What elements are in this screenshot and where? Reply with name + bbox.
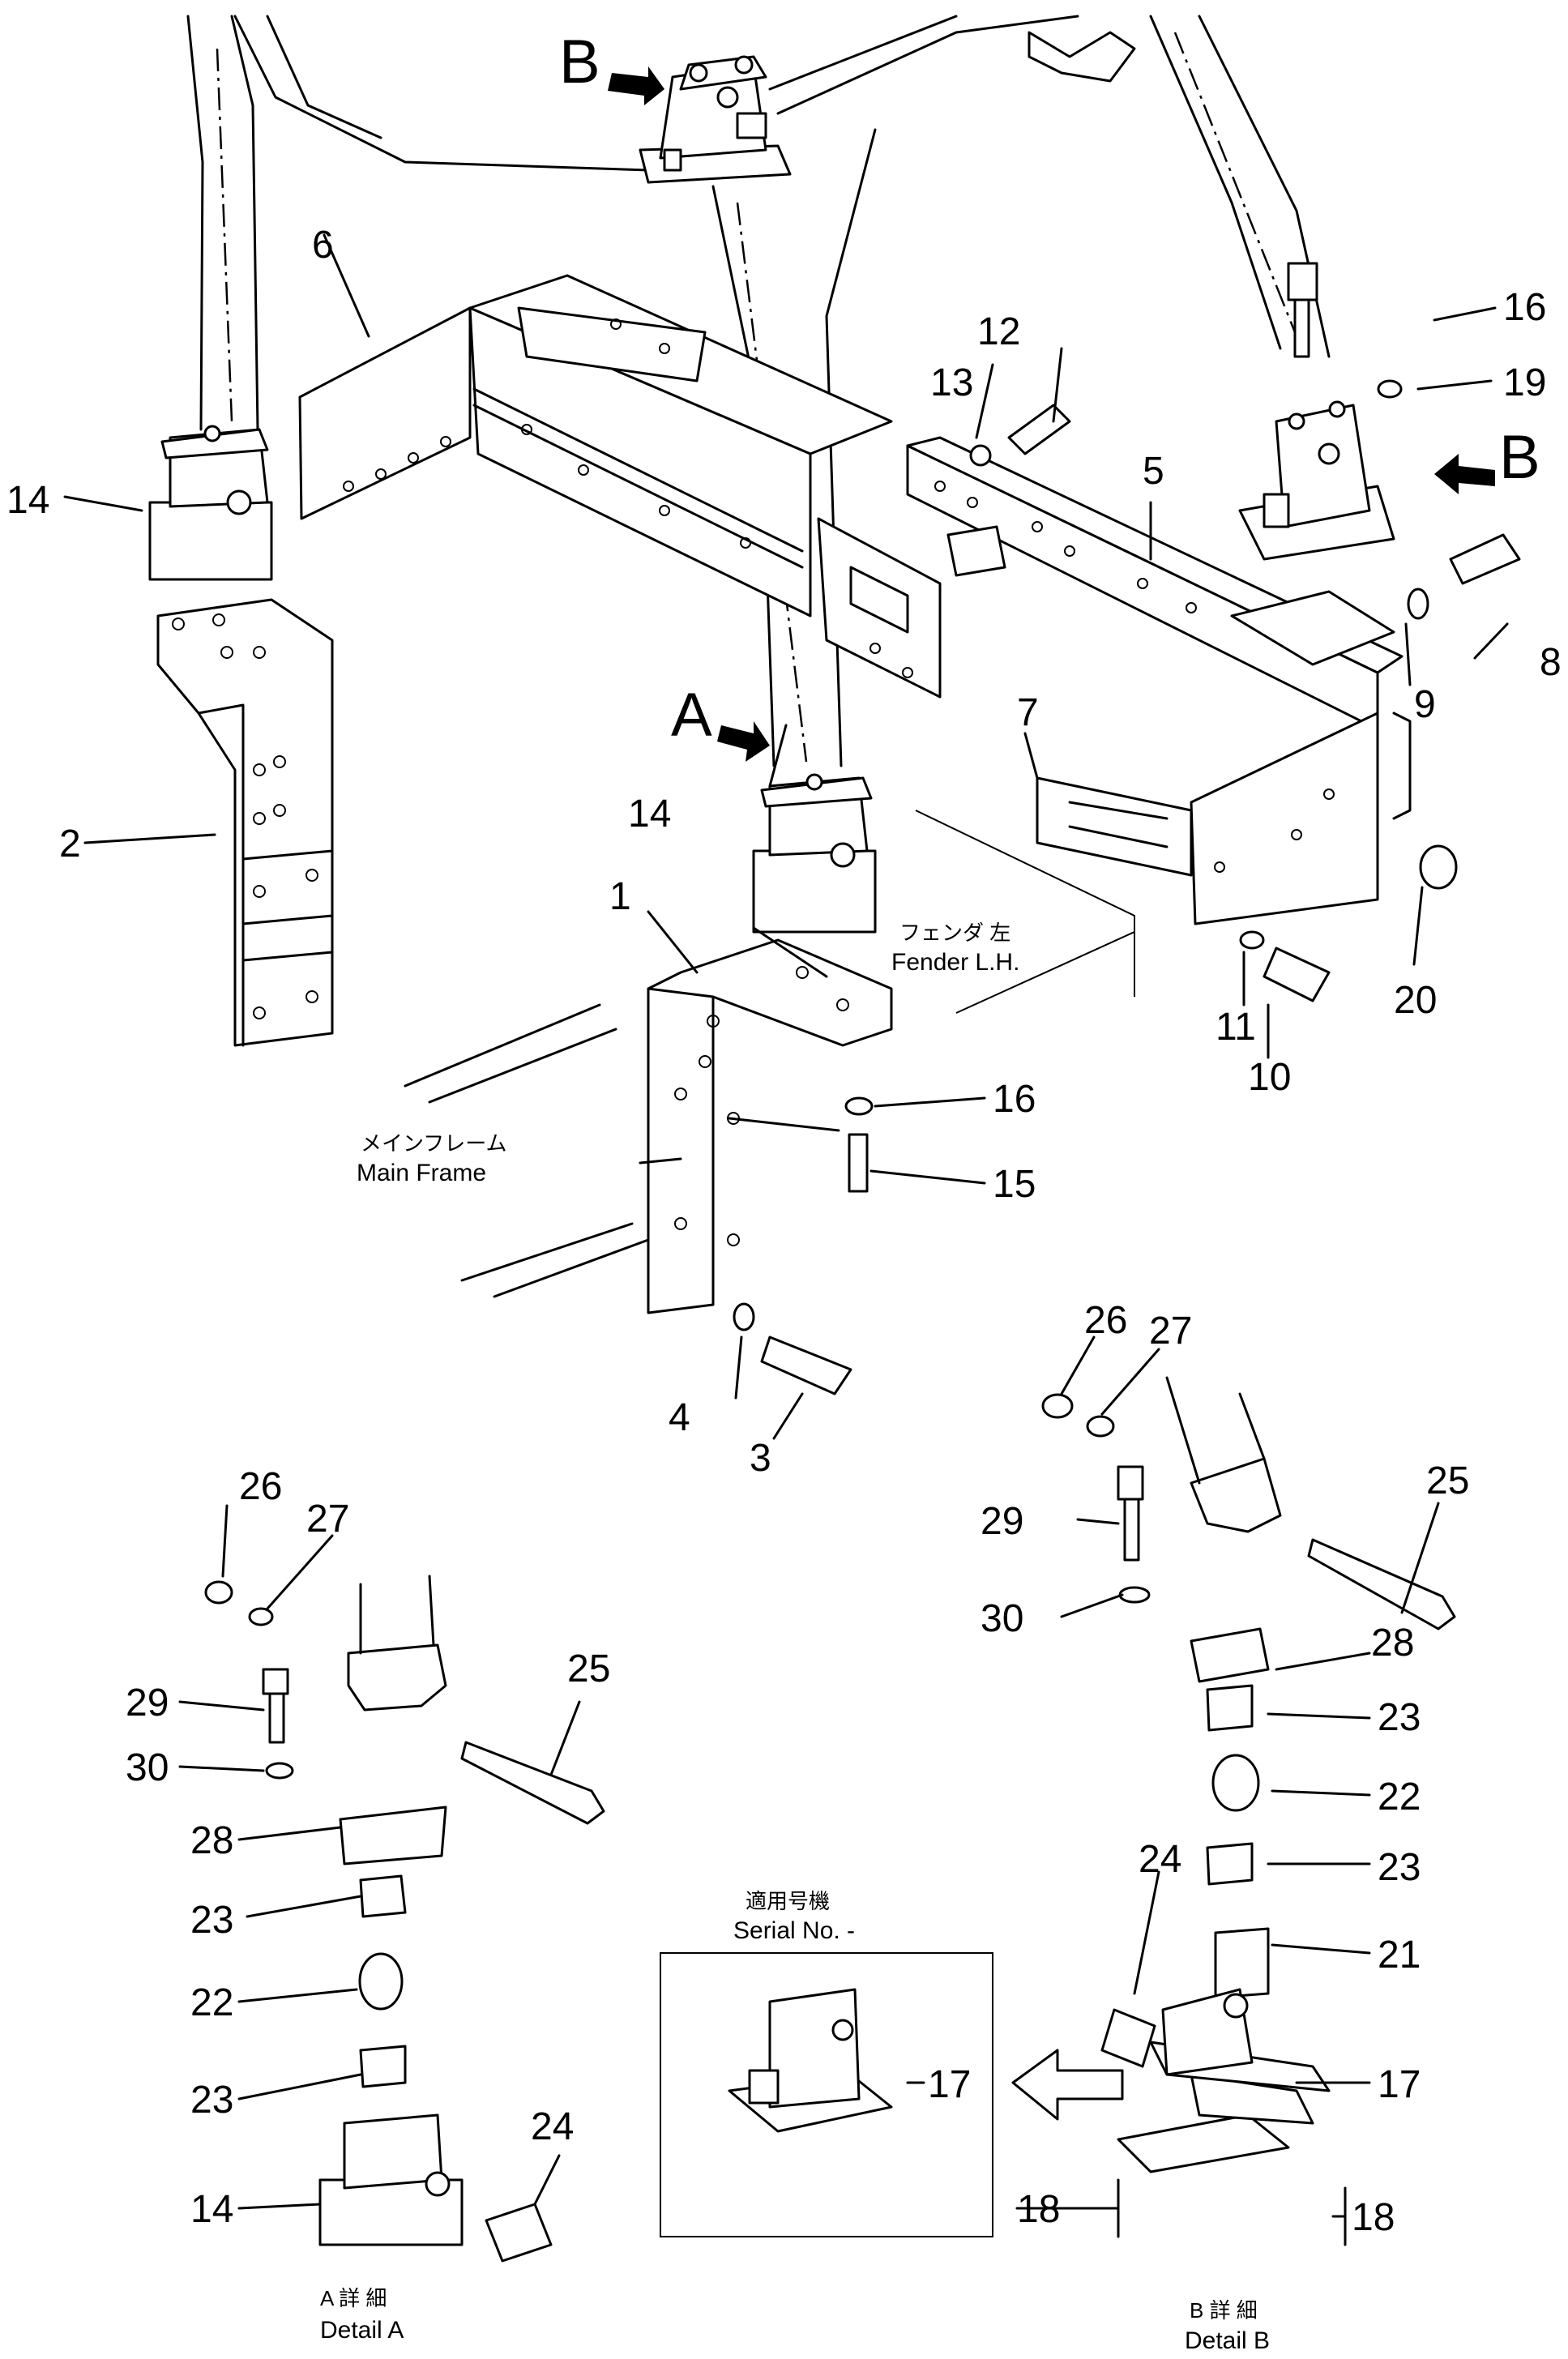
detail-b-callout-18-right: 18 (1352, 2196, 1395, 2239)
bracket-2 (156, 598, 334, 1047)
detail-a-callout-23-top: 23 (190, 1899, 233, 1942)
detail-b-callout-22: 22 (1378, 1776, 1421, 1818)
detail-a-callout-30: 30 (126, 1746, 169, 1789)
callout-16: 16 (993, 1078, 1036, 1121)
detail-b-callout-28: 28 (1371, 1622, 1414, 1665)
main-frame-outline (404, 1003, 650, 1298)
serial-inset (660, 1952, 1124, 2237)
detail-b-callout-26: 26 (1084, 1299, 1127, 1342)
view-marker-labels: B B A (559, 28, 1540, 750)
fender-outline (915, 810, 1135, 1014)
callout-3: 3 (750, 1437, 771, 1480)
bracket-6 (298, 274, 942, 699)
detail-b-callout-23-top: 23 (1378, 1696, 1421, 1739)
serial-callout-17: 17 (928, 2063, 971, 2106)
detail-a-callout-24: 24 (531, 2105, 574, 2148)
fender-en-label: Fender L.H. (891, 949, 1019, 976)
detail-b-callout-25: 25 (1426, 1459, 1469, 1502)
detail-b-callout-21: 21 (1378, 1934, 1421, 1977)
callout-15: 15 (993, 1163, 1036, 1206)
view-marker-b-right: B (1499, 423, 1540, 492)
detail-a-callout-23-bottom: 23 (190, 2079, 233, 2122)
callout-8: 8 (1540, 641, 1562, 684)
detail-b-jp-label: B 詳 細 (1190, 2298, 1258, 2323)
callout-12: 12 (977, 310, 1020, 353)
callout-11: 11 (1216, 1006, 1256, 1049)
callout-19: 16 (1503, 286, 1546, 329)
callout-2: 2 (59, 823, 81, 865)
detail-b-en-label: Detail B (1185, 2327, 1270, 2354)
main-frame-en-label: Main Frame (357, 1160, 486, 1186)
top-mount-b (639, 55, 792, 184)
detail-a-en-label: Detail A (320, 2317, 404, 2344)
callout-6: 6 (312, 224, 334, 267)
detail-b-callout-27: 27 (1149, 1310, 1192, 1353)
main-fasteners (733, 262, 1521, 1395)
mount-14-center (752, 773, 877, 934)
view-marker-a: A (671, 681, 712, 750)
annotation-labels: フェンダ 左 Fender L.H. メインフレーム Main Frame 適用… (320, 921, 1270, 2354)
detail-a (204, 1575, 605, 2263)
detail-a-callout-25: 25 (567, 1647, 610, 1690)
leader-lines (63, 233, 1509, 2246)
detail-a-callout-14: 14 (190, 2188, 233, 2231)
fender-jp-label: フェンダ 左 (899, 921, 1010, 945)
detail-a-jp-label: A 詳 細 (320, 2286, 387, 2310)
detail-a-callout-27: 27 (306, 1498, 349, 1541)
callout-9: 9 (1414, 683, 1436, 726)
callout-31: 20 (1394, 979, 1437, 1022)
right-mount-b (1238, 400, 1395, 561)
callout-numbers: 14 2 6 12 13 5 16 19 8 9 7 14 1 20 11 10… (6, 224, 1562, 2239)
bracket-1 (647, 938, 893, 1314)
detail-b-callout-30: 30 (981, 1597, 1023, 1640)
callout-14-center: 14 (628, 793, 671, 835)
detail-b (1041, 1376, 1456, 2173)
mount-14-left (148, 425, 273, 581)
detail-b-callout-23-bottom: 23 (1378, 1846, 1421, 1889)
callout-10: 10 (1248, 1056, 1291, 1099)
view-arrows (608, 66, 1495, 762)
callout-14: 14 (6, 479, 49, 522)
detail-a-callout-22: 22 (190, 1981, 233, 2024)
callout-7: 7 (1017, 691, 1039, 734)
detail-b-callout-17: 17 (1378, 2063, 1421, 2106)
detail-a-callout-26: 26 (239, 1465, 282, 1508)
serial-jp-label: 適用号機 (746, 1889, 830, 1913)
detail-b-callout-24: 24 (1139, 1838, 1181, 1881)
detail-b-callout-18-left: 18 (1017, 2188, 1060, 2231)
callout-4: 4 (669, 1396, 690, 1439)
detail-a-callout-29: 29 (126, 1682, 169, 1724)
bracket-5 (906, 436, 1412, 925)
callout-20: 19 (1503, 361, 1546, 404)
callout-1: 1 (609, 875, 631, 918)
view-marker-b-top: B (559, 28, 600, 96)
callout-5: 5 (1143, 450, 1164, 493)
detail-b-callout-29: 29 (981, 1500, 1023, 1543)
plate-7 (1036, 776, 1193, 877)
detail-a-callout-28: 28 (190, 1819, 233, 1862)
main-frame-jp-label: メインフレーム (361, 1131, 506, 1156)
serial-en-label: Serial No. - (733, 1917, 855, 1944)
callout-13: 13 (930, 361, 973, 404)
